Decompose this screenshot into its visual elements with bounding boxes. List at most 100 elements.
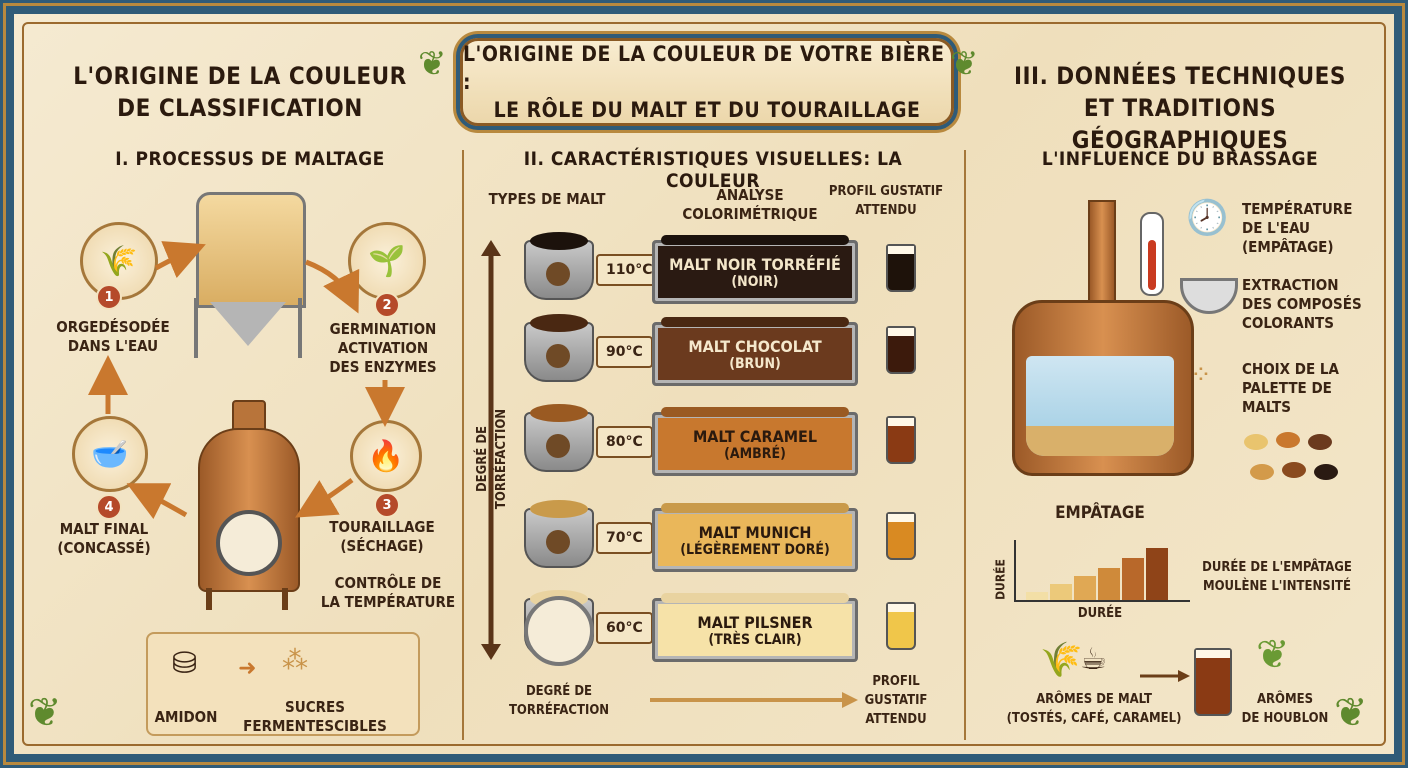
amidon-label: AMIDON: [154, 708, 218, 726]
thermometer-icon: [1140, 212, 1164, 296]
banner-line-2: LE RÔLE DU MALT ET DU TOURAILLAGE: [493, 98, 921, 122]
crushed-malt-icon: 🥣: [72, 416, 148, 492]
bottom-arrow: [650, 692, 858, 708]
beer-glass-icon: [886, 416, 916, 464]
item1-line-2: DE L'EAU: [1242, 219, 1311, 237]
malt-name: MALT CHOCOLAT: [688, 336, 822, 356]
item-extraction: EXTRACTION DES COMPOSÉS COLORANTS: [1242, 276, 1382, 333]
temperature-control-label: CONTRÔLE DE LA TEMPÉRATURE: [318, 574, 458, 612]
brassage-section-title: L'INFLUENCE DU BRASSAGE: [1041, 148, 1319, 170]
malt-color-name: (AMBRÉ): [724, 445, 786, 462]
beer-glass-icon: [886, 244, 916, 292]
malt-color-tray: MALT CHOCOLAT(BRUN): [652, 317, 858, 386]
aromes-houblon-line-1: ARÔMES: [1256, 692, 1314, 707]
duration-bar: [1026, 592, 1048, 600]
starch-icon: ⛁: [172, 646, 198, 681]
maltage-cycle-arrows: [88, 241, 405, 520]
col2-line-1: ANALYSE: [716, 186, 784, 204]
step-3-badge: 3: [374, 492, 400, 518]
duration-note: DURÉE DE L'EMPÂTAGE MOULÈNE L'INTENSITÉ: [1192, 558, 1362, 596]
kiln-vessel: [192, 400, 302, 610]
divider-right: [964, 150, 966, 740]
couleur-section-title: II. CARACTÉRISTIQUES VISUELLES: LA COULE…: [523, 148, 903, 192]
item1-line-3: (EMPÂTAGE): [1242, 238, 1334, 256]
step-4-label: MALT FINAL (CONCASSÉ): [44, 520, 164, 558]
beer-glass-icon: [886, 602, 916, 650]
coffee-bean-icon: ☕: [1080, 642, 1107, 677]
bottom-right-line-3: ATTENDU: [865, 712, 927, 727]
aromes-houblon-line-2: DE HOUBLON: [1241, 711, 1329, 726]
malt-bowl-icon: [524, 500, 594, 568]
gauge-flame-icon: 🔥: [350, 420, 422, 492]
malt-color-name: (BRUN): [729, 355, 781, 372]
malt-color-tray: MALT PILSNER(TRÈS CLAIR): [652, 593, 858, 662]
sucres-label: SUCRES FERMENTESCIBLES: [240, 698, 390, 736]
torrefaction-axis: [481, 240, 501, 660]
beer-glass-icon: [886, 512, 916, 560]
duration-note-line-1: DURÉE DE L'EMPÂTAGE: [1202, 560, 1352, 575]
item2-line-3: COLORANTS: [1242, 314, 1334, 332]
malt-temperature: 80°C: [596, 426, 653, 458]
arrow-icon: ➜: [238, 656, 257, 681]
step-1-line-2: DANS L'EAU: [67, 337, 159, 355]
barley-icon: 🌾: [80, 222, 158, 300]
step-2-line-2: ACTIVATION: [337, 339, 429, 357]
col-profil-gustatif: PROFIL GUSTATIF ATTENDU: [826, 182, 946, 220]
sucres-line-1: SUCRES: [285, 698, 345, 716]
hop-cone-icon: ❦: [1256, 632, 1290, 678]
malt-palette: [1244, 430, 1354, 490]
step-2-line-3: DES ENZYMES: [329, 358, 437, 376]
grains-icon: ⁘: [1190, 360, 1212, 390]
bottom-profil-label: PROFIL GUSTATIF ATTENDU: [846, 672, 946, 729]
left-title-line-1: L'ORIGINE DE LA COULEUR: [73, 62, 407, 90]
item-palette: CHOIX DE LA PALETTE DE MALTS: [1242, 360, 1382, 417]
step-4-badge: 4: [96, 494, 122, 520]
malt-name: MALT PILSNER: [697, 612, 813, 632]
aromes-malt-line-2: (TOSTÉS, CAFÉ, CARAMEL): [1006, 711, 1182, 726]
aromes-malt-label: ARÔMES DE MALT (TOSTÉS, CAFÉ, CARAMEL): [1004, 690, 1184, 728]
bottom-right-line-2: GUSTATIF: [864, 693, 928, 708]
duration-y-label: DURÉE: [993, 559, 1008, 600]
axis-label: DEGRÉ DE TORRÉFACTION: [475, 408, 509, 510]
mash-tun: [1000, 200, 1200, 480]
malt-temperature: 60°C: [596, 612, 653, 644]
maltage-section-title: I. PROCESSUS DE MALTAGE: [115, 148, 385, 170]
step-2-label: GERMINATION ACTIVATION DES ENZYMES: [318, 320, 448, 377]
duration-bar: [1050, 584, 1072, 600]
duration-chart: [1014, 540, 1190, 602]
arrow-icon: [1140, 670, 1190, 682]
malt-grains-icon: 🌾: [1040, 640, 1083, 680]
bottom-right-line-1: PROFIL: [872, 674, 920, 689]
duration-note-line-2: MOULÈNE L'INTENSITÉ: [1202, 579, 1352, 594]
main-title-banner: L'ORIGINE DE LA COULEUR DE VOTRE BIÈRE :…: [460, 38, 954, 126]
duration-x-label: DURÉE: [1077, 606, 1123, 621]
item3-line-3: MALTS: [1242, 398, 1291, 416]
col-types-de-malt: TYPES DE MALT: [488, 190, 606, 208]
thermometer-dial-icon: [216, 510, 282, 576]
malt-color-name: (NOIR): [731, 273, 779, 290]
sprout-icon: 🌱: [348, 222, 426, 300]
step-2-line-1: GERMINATION: [329, 320, 437, 338]
bottom-left-line-1: DEGRÉ DE: [525, 684, 593, 699]
malt-color-tray: MALT MUNICH(LÉGÈREMENT DORÉ): [652, 503, 858, 572]
step-3-label: TOURAILLAGE (SÉCHAGE): [322, 518, 442, 556]
col3-line-1: PROFIL GUSTATIF: [828, 184, 944, 199]
hop-icon: ❦: [28, 690, 62, 736]
step-3-line-1: TOURAILLAGE: [329, 518, 435, 536]
control-line-1: CONTRÔLE DE: [334, 574, 442, 592]
malt-bowl-icon: [524, 232, 594, 300]
right-title: III. DONNÉES TECHNIQUES ET TRADITIONS GÉ…: [1000, 60, 1360, 156]
malt-bowl-icon: [524, 404, 594, 472]
malt-bowl-icon: [524, 314, 594, 382]
col-analyse-colorimetrique: ANALYSE COLORIMÉTRIQUE: [660, 186, 840, 224]
bottom-degre-label: DEGRÉ DE TORRÉFACTION: [494, 682, 624, 720]
item2-line-1: EXTRACTION: [1242, 276, 1339, 294]
step-2-badge: 2: [374, 292, 400, 318]
steeping-tank: [194, 192, 306, 358]
step-1-label: ORGEDÉSODÉE DANS L'EAU: [48, 318, 178, 356]
empatage-label: EMPÂTAGE: [1055, 503, 1145, 523]
left-title-line-2: DE CLASSIFICATION: [117, 94, 363, 122]
malt-color-name: (TRÈS CLAIR): [708, 631, 802, 648]
aromes-malt-line-1: ARÔMES DE MALT: [1036, 692, 1152, 707]
malt-name: MALT NOIR TORRÉFIÉ: [669, 254, 841, 274]
